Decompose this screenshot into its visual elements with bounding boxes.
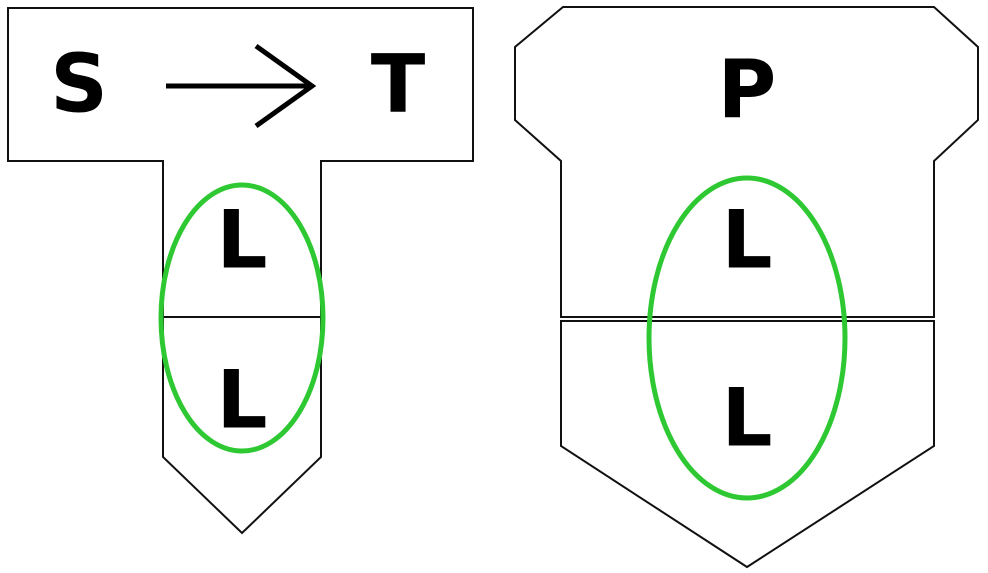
right-figure: P L L — [514, 6, 979, 569]
left-figure: S T L L — [7, 7, 474, 535]
left-highlight-ellipse — [158, 182, 326, 454]
right-arrow-icon — [166, 43, 317, 129]
right-lower-label: L — [722, 372, 773, 465]
right-figure-upper-outline — [514, 6, 979, 318]
left-top-label-s: S — [50, 38, 108, 131]
right-highlight-ellipse — [646, 175, 848, 501]
left-top-label-t: T — [371, 38, 426, 131]
left-figure-outline — [7, 7, 474, 535]
left-stem-upper-label: L — [217, 194, 268, 287]
right-upper-label: L — [722, 194, 773, 287]
left-stem-lower-label: L — [217, 354, 268, 447]
right-top-label-p: P — [718, 44, 777, 137]
